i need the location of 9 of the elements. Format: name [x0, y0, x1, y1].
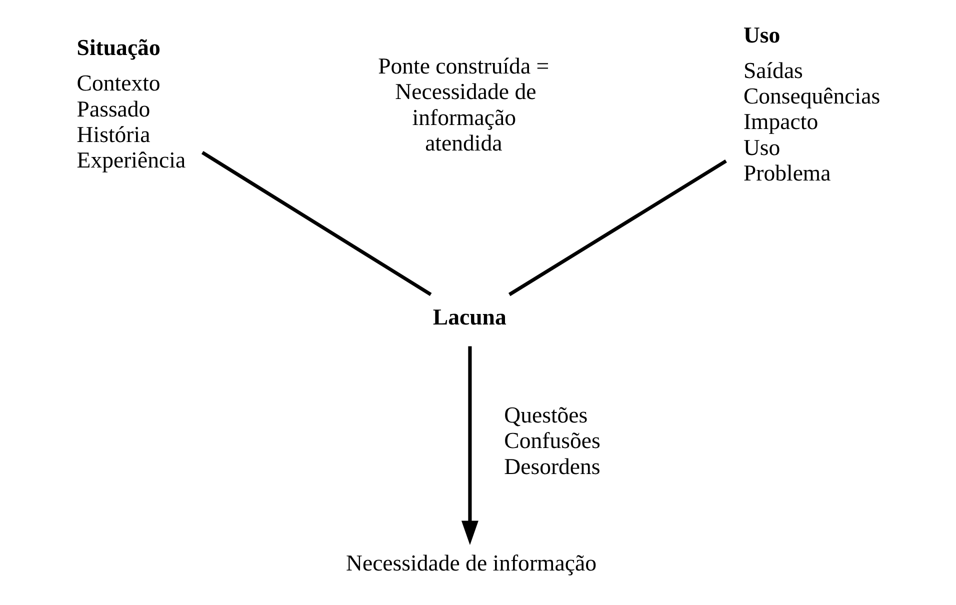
connector: [200, 151, 432, 296]
node-text: Situação Contexto Passado História Experiência: [76, 35, 186, 173]
arrow: [460, 346, 478, 546]
connector: [508, 159, 726, 296]
edge-label: Questões Confusões Desordens: [504, 402, 600, 479]
label: Ponte construída = Necessidade de informação atendida: [378, 54, 549, 156]
node-text: Lacuna: [432, 304, 506, 330]
node-text: Necessidade de informação: [346, 550, 596, 576]
node-text: Uso Saídas Consequências Impacto Uso Problema: [742, 22, 880, 186]
